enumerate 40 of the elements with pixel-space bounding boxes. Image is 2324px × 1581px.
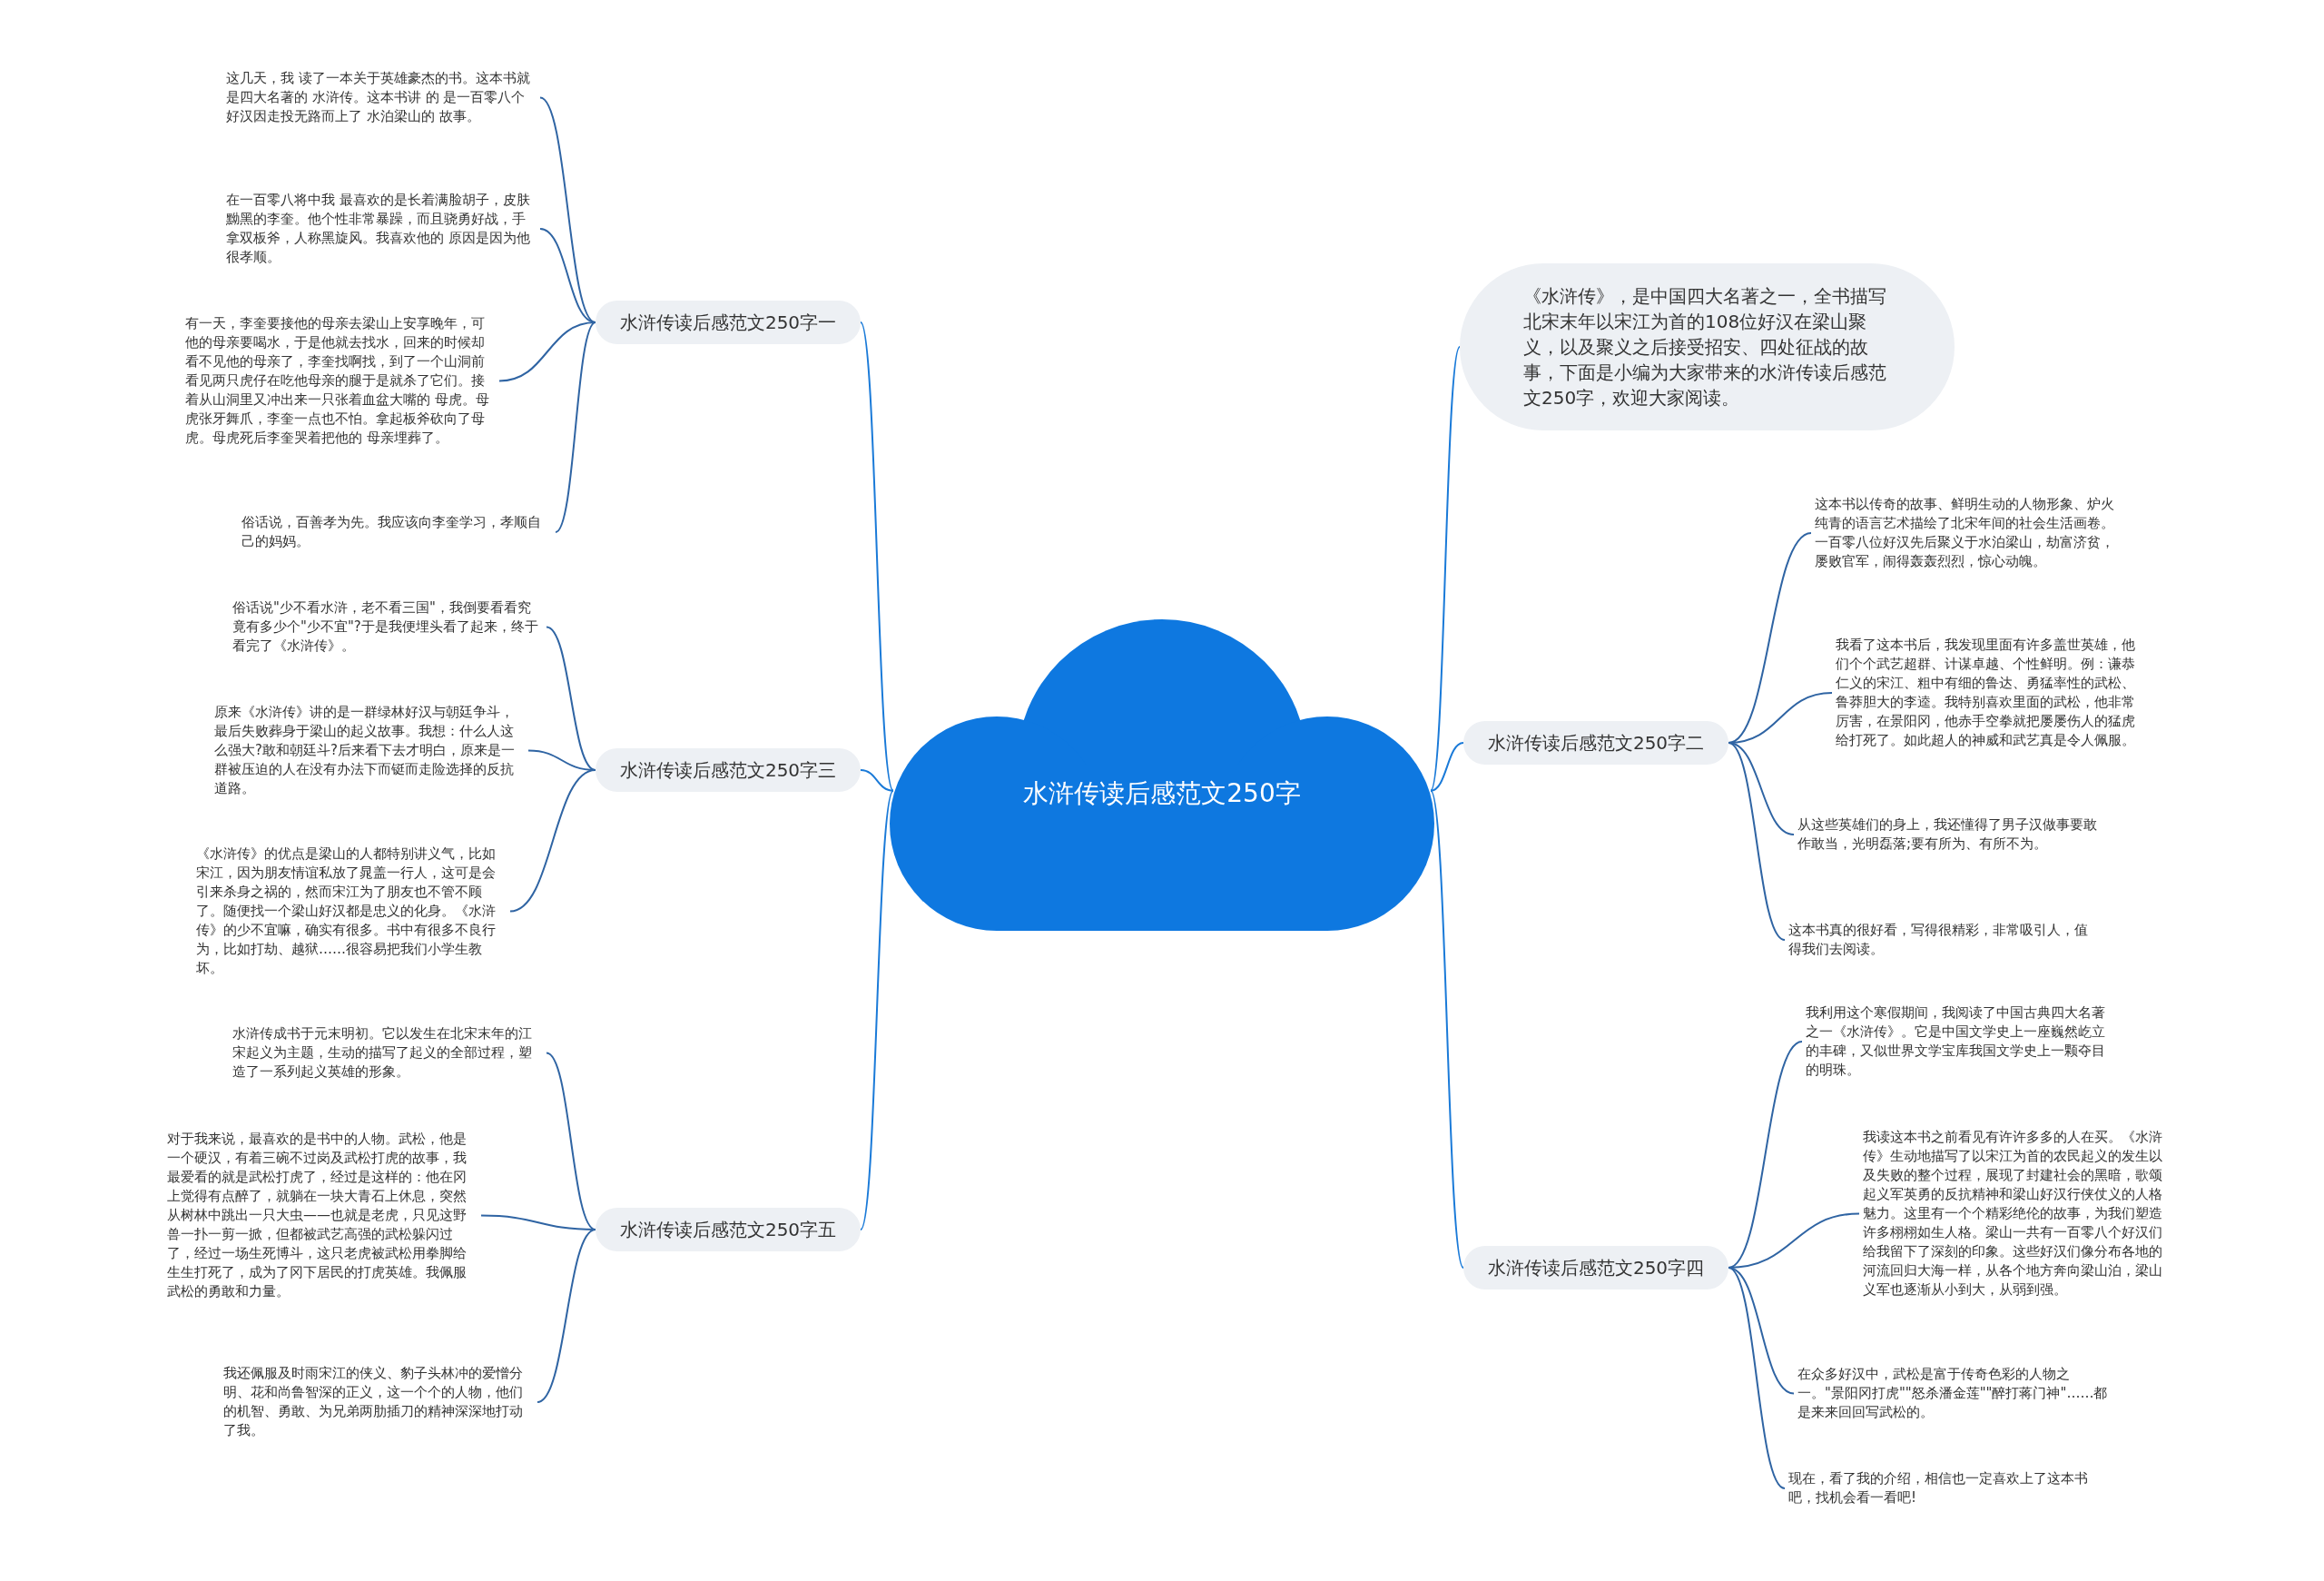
branch-topic: 水浒传读后感范文250字一 (596, 301, 861, 344)
connector-line (1430, 346, 1461, 792)
leaf-text: 在众多好汉中，武松是富于传奇色彩的人物之一。"景阳冈打虎""怒杀潘金莲""醉打蒋门神"……都是来来回回写武松的。 (1794, 1365, 2112, 1422)
branch-topic: 水浒传读后感范文250字四 (1463, 1246, 1728, 1290)
leaf-text: 在一百零八将中我 最喜欢的是长着满脸胡子，皮肤黝黑的李奎。他个性非常暴躁，而且骁勇好战，手拿双板斧，人称黑旋风。我喜欢他的 原因是因为他很孝顺。 (222, 191, 540, 267)
connector-line (1728, 742, 1786, 941)
connector-line (1728, 1267, 1795, 1395)
leaf-text: 这几天，我 读了一本关于英雄豪杰的书。这本书就是四大名著的 水浒传。这本书讲 的 是一百零八个好汉因走投无路而上了 水泊梁山的 故事。 (222, 69, 540, 126)
connector-line (539, 96, 596, 323)
connector-line (555, 321, 596, 533)
leaf-text: 有一天，李奎要接他的母亲去梁山上安享晚年，可他的母亲要喝水，于是他就去找水，回来的时候却看不见他的母亲了，李奎找啊找，到了一个山洞前看见两只虎仔在吃他母亲的腿于是就杀了它们。接着从山洞里又冲出来一只张着血盆大嘴的 母虎。母虎张牙舞爪，李奎一点也不怕。拿起板斧砍向了母虎。母虎死后李奎哭着把他的 母亲埋葬了。 (182, 314, 499, 448)
leaf-text: 水浒传成书于元末明初。它以发生在北宋末年的江宋起义为主题，生动的描写了起义的全部过程，塑造了一系列起义英雄的形象。 (229, 1024, 547, 1082)
connector-line (498, 321, 596, 382)
connector-line (546, 626, 596, 771)
leaf-text: 《水浒传》的优点是梁山的人都特别讲义气，比如宋江，因为朋友情谊私放了晁盖一行人，这可是会引来杀身之祸的，然而宋江为了朋友也不管不顾了。随便找一个梁山好汉都是忠义的化身。《水浒传》的少不宜嘛，确实有很多。书中有很多不良行为，比如打劫、越狱……很容易把我们小学生教坏。 (192, 845, 510, 978)
connector-line (860, 789, 894, 1230)
leaf-text: 我看了这本书后，我发现里面有许多盖世英雄，他们个个武艺超群、计谋卓越、个性鲜明。例：谦恭仁义的宋江、粗中有细的鲁达、勇猛率性的武松、鲁莽胆大的李逵。我特别喜欢里面的武松，他非常厉害，在景阳冈，他赤手空拳就把屡屡伤人的猛虎给打死了。如此超人的神威和武艺真是令人佩服。 (1832, 636, 2150, 750)
connector-line (1430, 789, 1464, 1269)
connector-line (1728, 1267, 1786, 1489)
connector-line (860, 769, 894, 792)
leaf-text: 原来《水浒传》讲的是一群绿林好汉与朝廷争斗，最后失败葬身于梁山的起义故事。我想：什么人这么强大?敢和朝廷斗?后来看下去才明白，原来是一群被压迫的人在没有办法下而铤而走险选择的反抗道路。 (211, 703, 528, 798)
connector-line (860, 321, 894, 792)
leaf-text: 对于我来说，最喜欢的是书中的人物。武松，他是一个硬汉，有着三碗不过岗及武松打虎的故事，我最爱看的就是武松打虎了，经过是这样的：他在冈上觉得有点醉了，就躺在一块大青石上休息，突然从树林中跳出一只大虫——也就是老虎，只见这野兽一扑一剪一掀，但都被武艺高强的武松躲闪过了，经过一场生死博斗，这只老虎被武松用拳脚给生生打死了，成为了冈下居民的打虎英雄。我佩服武松的勇敢和力量。 (163, 1130, 481, 1301)
branch-topic: 水浒传读后感范文250字五 (596, 1208, 861, 1251)
leaf-text: 俗话说，百善孝为先。我应该向李奎学习，孝顺自己的妈妈。 (238, 513, 556, 551)
leaf-text: 现在，看了我的介绍，相信也一定喜欢上了这本书吧，找机会看一看吧! (1785, 1469, 2102, 1507)
leaf-text: 从这些英雄们的身上，我还懂得了男子汉做事要敢作敢当，光明磊落;要有所为、有所不为。 (1794, 815, 2112, 854)
connector-line (546, 1052, 596, 1230)
leaf-text: 我利用这个寒假期间，我阅读了中国古典四大名著之一《水浒传》。它是中国文学史上一座巍然屹立的丰碑，又似世界文学宝库我国文学史上一颗夺目的明珠。 (1802, 1003, 2120, 1080)
branch-topic: 水浒传读后感范文250字三 (596, 748, 861, 792)
connector-line (509, 769, 596, 913)
intro-bubble: 《水浒传》，是中国四大名著之一，全书描写北宋末年以宋江为首的108位好汉在梁山聚义，以及聚义之后接受招安、四处征战的故事，下面是小编为大家带来的水浒传读后感范文250字，欢迎大家阅读。 (1460, 263, 1955, 430)
leaf-text: 我读这本书之前看见有许许多多的人在买。《水浒传》生动地描写了以宋江为首的农民起义的发生以及失败的整个过程，展现了封建社会的黑暗，歌颂起义军英勇的反抗精神和梁山好汉行侠仗义的人格魅力。这里有一个个精彩绝伦的故事，为我们塑造许多栩栩如生人格。梁山一共有一百零八个好汉们给我留下了深刻的印象。这些好汉们像分布各地的河流回归大海一样，从各个地方奔向梁山泊，梁山义军也逐渐从小到大，从弱到强。 (1859, 1128, 2177, 1299)
branch-topic: 水浒传读后感范文250字二 (1463, 721, 1728, 765)
connector-line (1430, 742, 1464, 792)
connector-line (537, 1229, 596, 1403)
leaf-text: 这本书以传奇的故事、鲜明生动的人物形象、炉火纯青的语言艺术描绘了北宋年间的社会生活画卷。一百零八位好汉先后聚义于水泊梁山，劫富济贫，屡败官军，闹得轰轰烈烈，惊心动魄。 (1811, 495, 2129, 571)
leaf-text: 这本书真的很好看，写得很精彩，非常吸引人，值得我们去阅读。 (1785, 921, 2102, 959)
leaf-text: 我还佩服及时雨宋江的侠义、豹子头林冲的爱憎分明、花和尚鲁智深的正义，这一个个的人物，他们的机智、勇敢、为兄弟两肋插刀的精神深深地打动了我。 (220, 1364, 537, 1440)
leaf-text: 俗话说"少不看水浒，老不看三国"，我倒要看看究竟有多少个"少不宜"?于是我便埋头看了起来，终于看完了《水浒传》。 (229, 598, 547, 656)
